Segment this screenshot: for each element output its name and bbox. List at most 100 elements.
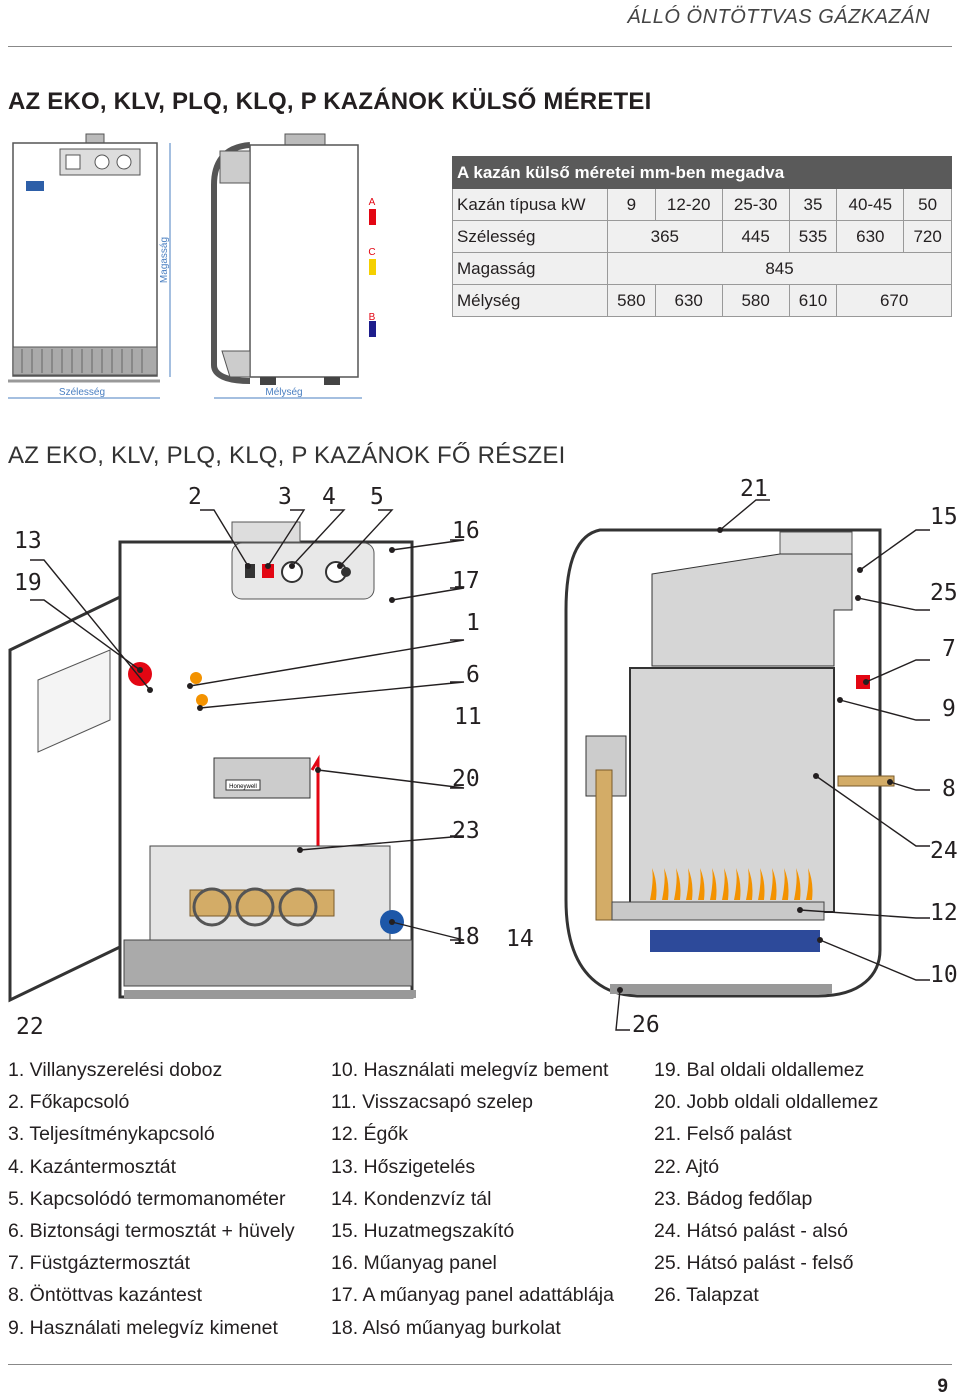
callout-dot (289, 563, 295, 569)
callout-dot (817, 937, 823, 943)
legend-item: 21. Felső palást (654, 1123, 792, 1146)
legend-item: 20. Jobb oldali oldallemez (654, 1091, 879, 1114)
callout-18: 18 (452, 924, 480, 950)
device-brand: Honeywell (229, 784, 257, 790)
height-label: Magasság (159, 237, 170, 283)
callout-dot (717, 527, 723, 533)
callout-dot (147, 687, 153, 693)
boiler-dimension-drawing: Magasság Szélesség A C B Mélység (8, 133, 376, 399)
callout-3: 3 (278, 484, 292, 510)
callout-8: 8 (942, 776, 956, 802)
label-a: A (369, 197, 376, 208)
callout-24: 24 (930, 838, 958, 864)
callout-7: 7 (942, 636, 956, 662)
callout-dot (265, 563, 271, 569)
legend-item: 15. Huzatmegszakító (331, 1220, 515, 1243)
burner-flame-icon (758, 868, 765, 900)
callout-12: 12 (930, 900, 958, 926)
callout-dot (813, 773, 819, 779)
burner-flame-icon (746, 868, 753, 900)
callout-dot (863, 679, 869, 685)
burner-flame-icon (770, 868, 777, 900)
legend-item: 4. Kazántermosztát (8, 1155, 176, 1178)
legend-item: 24. Hátsó palást - alsó (654, 1220, 849, 1243)
section-title-parts: AZ EKO, KLV, PLQ, KLQ, P KAZÁNOK FŐ RÉSZ… (8, 442, 566, 469)
legend-item: 8. Öntöttvas kazántest (8, 1284, 203, 1307)
brand-logo-icon (26, 181, 44, 191)
callout-leader-line (819, 939, 930, 981)
callout-leader-line (615, 989, 630, 1031)
burner-flame-icon (722, 868, 729, 900)
callout-leader-line (291, 509, 346, 567)
callout-leader-line (317, 769, 465, 789)
burner-flame-icon (650, 868, 657, 900)
callout-leader-line (199, 681, 465, 709)
callout-2: 2 (188, 484, 202, 510)
burner-flame-icon (710, 868, 717, 900)
legend-column-1: 1. Villanyszerelési doboz 2. Főkapcsoló … (8, 1054, 295, 1344)
boiler-parts-drawing: Honeywell (8, 499, 930, 1031)
legend-item: 13. Hőszigetelés (331, 1155, 476, 1178)
callout-leader-line (30, 559, 151, 691)
callout-dot (297, 847, 303, 853)
callout-dot (137, 667, 143, 673)
footer-rule (8, 1364, 952, 1365)
callout-dot (197, 705, 203, 711)
legend-item: 5. Kapcsolódó termomanométer (8, 1187, 286, 1210)
running-title: ÁLLÓ ÖNTÖTTVAS GÁZKAZÁN (627, 6, 930, 28)
callout-21: 21 (740, 476, 768, 502)
label-b: B (369, 312, 376, 323)
callout-9: 9 (942, 696, 956, 722)
legend-item: 23. Bádog fedőlap (654, 1187, 813, 1210)
callout-dot (797, 907, 803, 913)
table-row: Mélység 580 630 580 610 670 (452, 284, 952, 317)
legend-item: 2. Főkapcsoló (8, 1091, 130, 1114)
legend-item: 9. Használati melegvíz kimenet (8, 1316, 278, 1339)
depth-label: Mélység (265, 387, 302, 398)
callout-leader-line (859, 529, 930, 571)
callout-5: 5 (370, 484, 384, 510)
callout-leader-line (30, 599, 141, 671)
callout-leader-line (200, 509, 249, 567)
callout-leader-line (839, 699, 930, 721)
callout-dot (389, 919, 395, 925)
legend-item: 16. Műanyag panel (331, 1252, 497, 1275)
callout-leader-line (189, 639, 465, 687)
callout-leader-line (391, 587, 465, 601)
legend-item: 12. Égők (331, 1123, 408, 1146)
table-row: Kazán típusa kW 9 12-20 25-30 35 40-45 5… (452, 188, 952, 221)
burner-flame-icon (794, 868, 801, 900)
callout-dot (337, 563, 343, 569)
callout-leader-line (889, 781, 930, 791)
callout-leader-line (857, 597, 930, 611)
callout-leader-line (391, 921, 465, 941)
callout-dot (245, 563, 251, 569)
callout-leader-line (719, 499, 770, 531)
legend-item: 22. Ajtó (654, 1155, 720, 1178)
honeywell-badge (225, 779, 261, 791)
callout-leader-line (267, 509, 306, 567)
callout-25: 25 (930, 580, 958, 606)
callout-26: 26 (632, 1012, 660, 1038)
callout-13: 13 (14, 528, 42, 554)
table-row: Magasság 845 (452, 252, 952, 285)
callout-16: 16 (452, 518, 480, 544)
callout-20: 20 (452, 766, 480, 792)
legend-item: 10. Használati melegvíz bement (331, 1059, 609, 1081)
table-row: Szélesség 365 445 535 630 720 (452, 220, 952, 253)
callout-14: 14 (506, 926, 534, 952)
callout-23: 23 (452, 818, 480, 844)
legend-item: 18. Alsó műanyag burkolat (331, 1316, 561, 1339)
legend-item: 1. Villanyszerelési doboz (8, 1059, 223, 1081)
burner-flame-icon (686, 868, 693, 900)
callout-22: 22 (16, 1014, 44, 1040)
callout-dot (389, 547, 395, 553)
callout-dot (857, 567, 863, 573)
legend-item: 3. Teljesítménykapcsoló (8, 1123, 215, 1146)
callout-leader-line (799, 909, 930, 919)
callout-leader-line (299, 835, 465, 851)
legend-item: 19. Bal oldali oldallemez (654, 1059, 865, 1081)
table-caption: A kazán külső méretei mm-ben megadva (452, 156, 952, 189)
label-c: C (368, 247, 375, 258)
dimensions-table: A kazán külső méretei mm-ben megadva Kaz… (452, 156, 952, 317)
